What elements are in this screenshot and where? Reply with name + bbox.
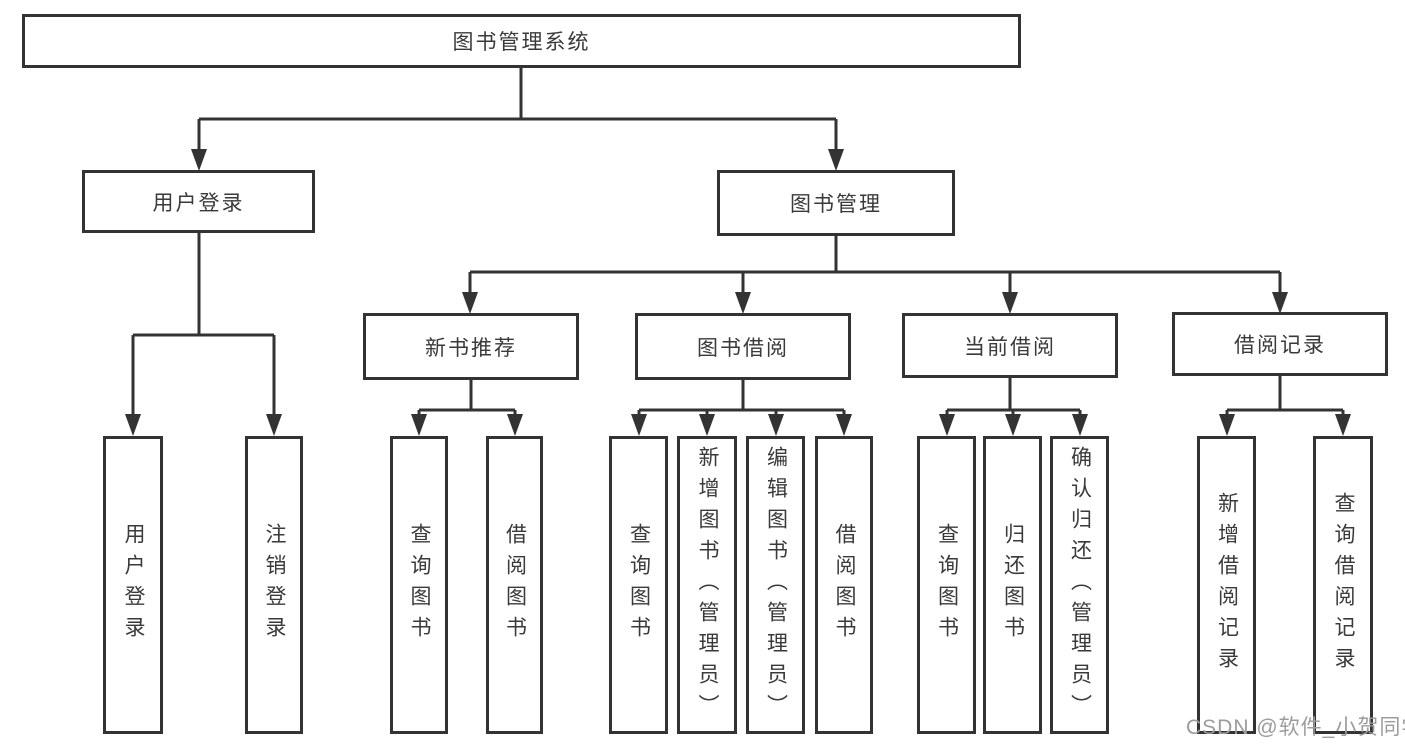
leaf-return-books-label: 归还图书: [1001, 523, 1025, 647]
leaf-borrow-books-1: 借阅图书: [486, 436, 543, 734]
csdn-watermark: CSDN @软件_小贺同学: [1186, 716, 1405, 739]
node-user-login: 用户登录: [82, 170, 315, 233]
leaf-query-borrow-record: 查询借阅记录: [1313, 436, 1373, 734]
node-new-book-recommend-label: 新书推荐: [425, 336, 517, 360]
connector-root: [197, 68, 838, 155]
node-current-borrowing: 当前借阅: [902, 313, 1118, 378]
leaf-add-borrow-record-label: 新增借阅记录: [1215, 492, 1239, 678]
node-root: 图书管理系统: [22, 14, 1021, 68]
leaf-query-books-2: 查询图书: [609, 436, 668, 734]
connector-book-borrow: [637, 380, 846, 422]
node-current-borrowing-label: 当前借阅: [964, 335, 1056, 359]
leaf-edit-books-admin: 编辑图书（管理员）: [746, 436, 805, 734]
connector-borrow-records: [1225, 376, 1345, 422]
leaf-query-books-1-label: 查询图书: [408, 523, 432, 647]
leaf-confirm-return-admin-label: 确认归还（管理员）: [1068, 445, 1092, 725]
node-book-borrowing-label: 图书借阅: [697, 336, 789, 360]
leaf-logout-label: 注销登录: [263, 523, 287, 647]
node-book-management: 图书管理: [717, 170, 955, 236]
leaf-borrow-books-2-label: 借阅图书: [833, 523, 857, 647]
node-user-login-label: 用户登录: [152, 191, 245, 215]
arrowheads-leaves: [411, 414, 1351, 436]
leaf-user-login: 用户登录: [103, 436, 163, 734]
node-new-book-recommend: 新书推荐: [363, 313, 579, 380]
leaf-logout: 注销登录: [245, 436, 303, 734]
node-borrowing-records: 借阅记录: [1172, 312, 1388, 376]
connector-new-books: [417, 380, 517, 422]
leaf-query-books-1: 查询图书: [390, 436, 448, 734]
arrowheads-level1: [191, 149, 844, 171]
leaf-query-books-3-label: 查询图书: [935, 523, 959, 647]
node-borrowing-records-label: 借阅记录: [1234, 334, 1326, 357]
leaf-add-books-admin-label: 新增图书（管理员）: [696, 445, 720, 725]
leaf-query-books-3: 查询图书: [917, 436, 976, 734]
leaf-add-borrow-record: 新增借阅记录: [1197, 436, 1256, 734]
arrowheads-level2: [462, 292, 1288, 314]
leaf-confirm-return-admin: 确认归还（管理员）: [1050, 436, 1109, 734]
leaf-edit-books-admin-label: 编辑图书（管理员）: [764, 445, 788, 725]
leaf-return-books: 归还图书: [983, 436, 1042, 734]
connector-book-mgmt: [468, 236, 1282, 300]
leaf-borrow-books-1-label: 借阅图书: [503, 523, 527, 647]
leaf-query-books-2-label: 查询图书: [627, 523, 651, 647]
connector-user-login: [131, 233, 276, 422]
node-root-label: 图书管理系统: [452, 31, 591, 54]
arrowheads-user-login: [125, 414, 282, 436]
node-book-management-label: 图书管理: [790, 193, 882, 216]
leaf-add-books-admin: 新增图书（管理员）: [677, 436, 737, 734]
leaf-borrow-books-2: 借阅图书: [815, 436, 873, 734]
leaf-query-borrow-record-label: 查询借阅记录: [1332, 492, 1356, 678]
node-book-borrowing: 图书借阅: [635, 313, 851, 380]
leaf-user-login-label: 用户登录: [122, 523, 146, 647]
